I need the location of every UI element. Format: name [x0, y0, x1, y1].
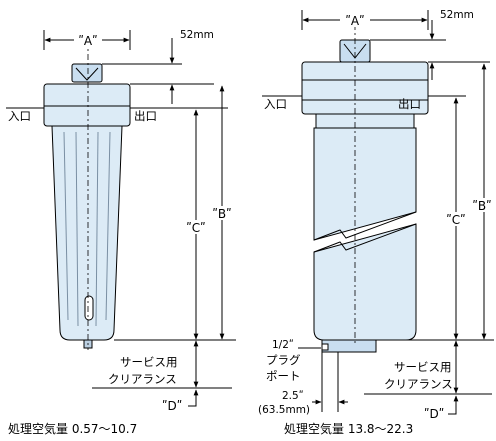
left-dim-c-label: ʺCʺ [186, 221, 205, 235]
right-outlet-label: 出口 [398, 97, 421, 111]
left-dim-b-label: ʺBʺ [212, 207, 231, 221]
left-filter-bowl [51, 125, 123, 341]
right-dim-c-label: ʺCʺ [446, 213, 465, 227]
right-plug-port-callout: 1/2ʺ プラグ ポート 2.5ʺ (63.5mm) [258, 339, 348, 416]
left-dim-a-label: ʺAʺ [78, 34, 97, 48]
right-caption: 処理空気量 13.8〜22.3 [284, 421, 413, 436]
right-clearance: サービス用 クリアランス [364, 340, 492, 395]
left-dim-d-label: ʺDʺ [162, 399, 182, 413]
left-inlet-label: 入口 [8, 109, 31, 123]
right-dim-d-label: ʺDʺ [424, 407, 444, 421]
left-filter-cap [71, 63, 103, 83]
right-filter-neck [315, 113, 415, 129]
right-port-line2: ポート [266, 369, 301, 383]
right-port-line1: プラグ [266, 353, 301, 367]
right-dim-a: ʺAʺ [301, 10, 429, 30]
right-filter-plug-port [321, 343, 329, 351]
left-clearance-line2: クリアランス [108, 372, 177, 386]
left-dim-b: ʺBʺ [208, 85, 236, 340]
right-clearance-line1: サービス用 [394, 360, 452, 374]
right-port-dist-mm: (63.5mm) [258, 404, 310, 416]
left-clearance-line1: サービス用 [120, 355, 178, 369]
right-dim-52: 52mm [370, 9, 490, 80]
right-clearance-line2: クリアランス [384, 377, 453, 391]
right-dim-b: ʺBʺ [468, 63, 496, 340]
right-filter-tube-upper [313, 127, 417, 241]
left-dim-d: ʺDʺ [162, 389, 199, 413]
left-filter-sight-gauge [84, 295, 94, 321]
left-outlet-label: 出口 [134, 109, 157, 123]
left-filter-cap-detail [75, 67, 99, 81]
right-dim-c: ʺCʺ [442, 97, 470, 340]
left-dim-a: ʺAʺ [43, 30, 131, 50]
right-dim-a-label: ʺAʺ [345, 14, 364, 28]
left-filter-head [43, 83, 131, 127]
right-filter-bottom [321, 339, 377, 353]
left-dim-52-label: 52mm [180, 29, 214, 41]
right-inlet-label: 入口 [264, 97, 287, 111]
left-dim-c: ʺCʺ [182, 109, 210, 340]
right-port-dist: 2.5ʺ [282, 390, 304, 402]
left-clearance: サービス用 クリアランス [92, 340, 232, 389]
right-dim-b-label: ʺBʺ [472, 199, 491, 213]
right-port-size: 1/2ʺ [272, 339, 294, 351]
right-filter-tube-lower [313, 223, 417, 341]
right-dim-52-label: 52mm [440, 9, 474, 21]
left-dim-52: 52mm [102, 29, 214, 104]
right-dim-d: ʺDʺ [424, 395, 459, 421]
left-caption: 処理空気量 0.57〜10.7 [8, 421, 137, 436]
left-filter [43, 40, 131, 350]
right-filter [301, 24, 429, 353]
